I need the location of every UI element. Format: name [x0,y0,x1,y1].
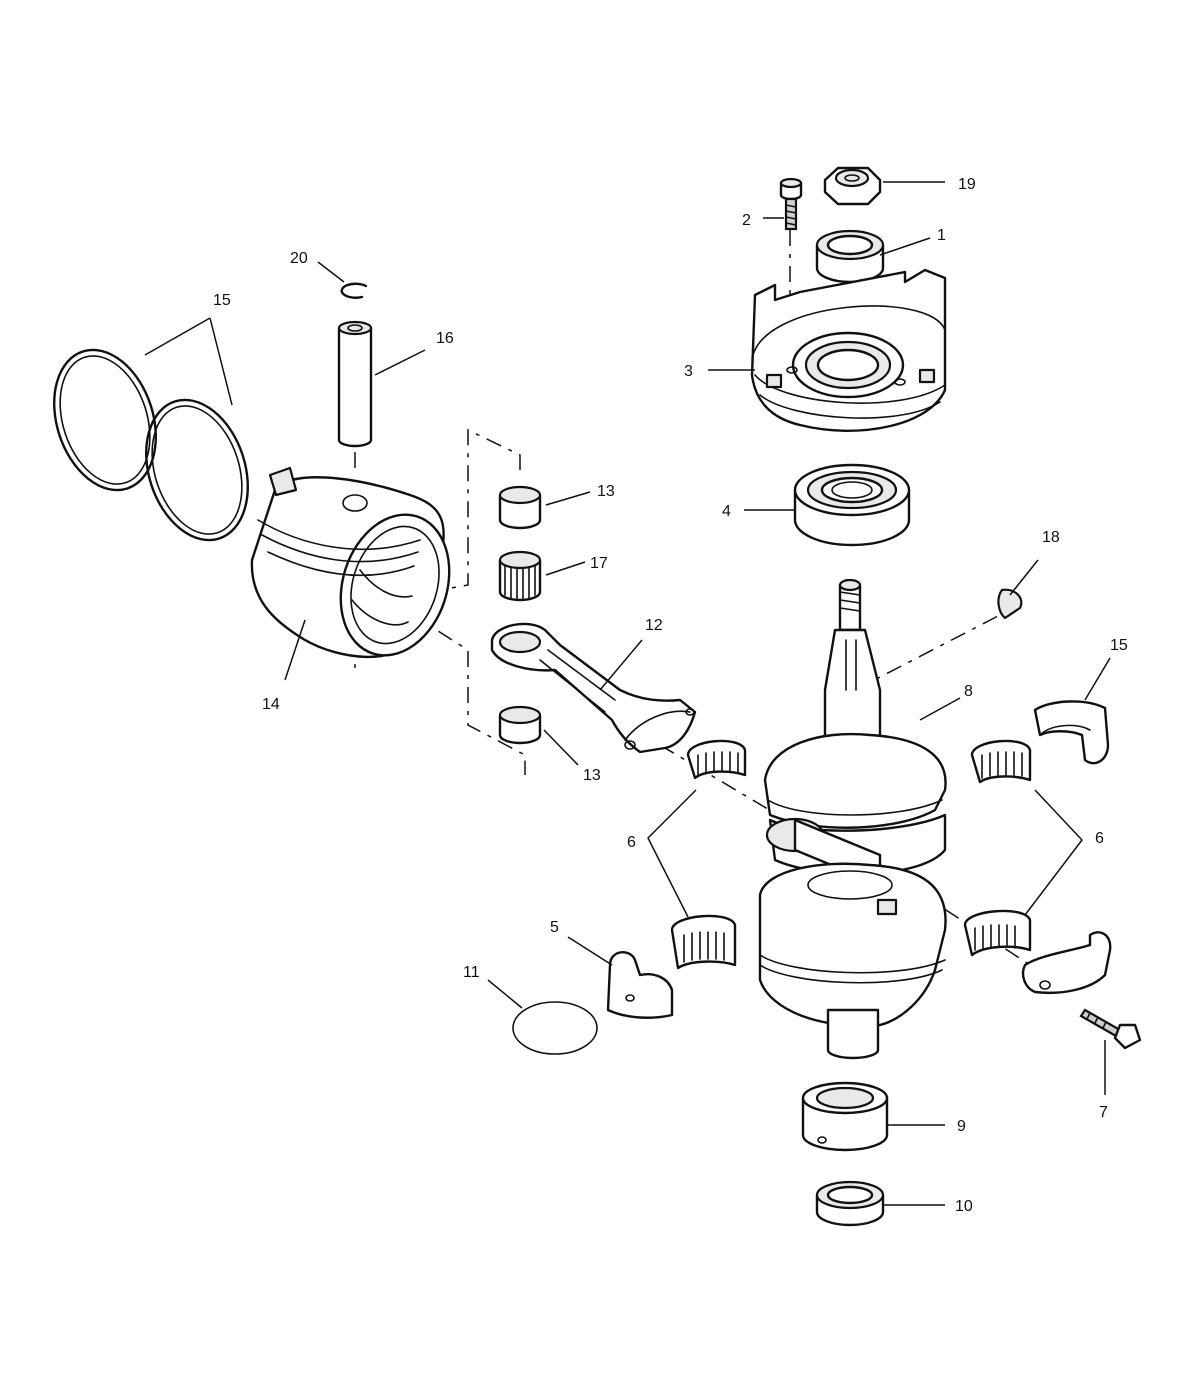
callout-20: 20 [290,250,308,267]
rod-cap [1021,931,1112,994]
piston-part-14 [250,466,451,659]
needle-bearing-part-9 [801,1081,889,1152]
callout-13-top: 13 [597,483,615,500]
callout-17: 17 [590,555,608,572]
thrust-washer-part-13-bottom [498,705,542,745]
callout-6-left: 6 [627,834,636,851]
callout-1: 1 [937,227,946,244]
leader-lines [144,181,1111,1206]
roller-bearing-part-6-upper-left [686,739,747,780]
callout-5: 5 [550,919,559,936]
oil-seal-part-10 [815,1180,885,1227]
callout-7: 7 [1099,1104,1108,1121]
upper-end-cap-part-3 [750,268,947,432]
callout-3: 3 [684,363,693,380]
roller-bearing-part-6-lower-left [670,914,737,970]
callout-10: 10 [955,1198,973,1215]
callout-13-bottom: 13 [583,767,601,784]
connecting-rod-part-12 [490,622,697,754]
lock-nut-part-19 [823,166,882,206]
callout-15-right: 15 [1110,637,1128,654]
oil-seal-part-1 [815,229,885,284]
bearing-race-part-15-right [1033,700,1110,765]
callout-2: 2 [742,212,751,229]
callout-labels: 19 2 1 3 4 20 15 16 13 17 12 13 14 18 15… [213,176,1128,1215]
o-ring-part-11 [512,1001,598,1055]
roller-bearing-part-6-upper-right [970,739,1032,784]
callout-15-left: 15 [213,292,231,309]
callout-18: 18 [1042,529,1060,546]
callout-11: 11 [463,964,480,981]
circlip-part-20 [340,282,368,299]
callout-14: 14 [262,696,280,713]
thrust-washer-part-13-top [498,485,542,530]
callout-19: 19 [958,176,976,193]
roller-bearing-part-6-lower-right [963,909,1032,957]
piston-pin-part-16 [337,320,373,448]
callout-8: 8 [964,683,973,700]
screw-part-7 [1079,1008,1142,1050]
ball-bearing-part-4 [793,463,911,547]
needle-bearing-part-17 [498,550,542,602]
crankshaft-part-8 [758,578,947,1060]
callout-9: 9 [957,1118,966,1135]
bearing-race-part-5 [606,951,674,1019]
screw-part-2 [779,177,803,231]
callout-12: 12 [645,617,663,634]
piston-rings-part-15 [53,348,249,542]
callout-4: 4 [722,503,731,520]
callout-6-right: 6 [1095,830,1104,847]
callout-16: 16 [436,330,454,347]
